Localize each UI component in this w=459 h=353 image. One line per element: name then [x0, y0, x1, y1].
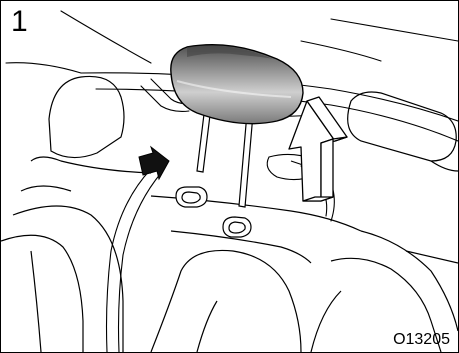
headrest-guide-left	[176, 187, 207, 207]
figure-code: O13205	[393, 332, 450, 348]
headrest	[171, 45, 303, 124]
center-seat-back	[151, 196, 458, 352]
left-seat-back	[1, 76, 151, 352]
headrest-guide-right	[223, 217, 251, 237]
press-release-arrow	[139, 147, 169, 179]
pull-up-arrow	[289, 97, 347, 201]
step-number: 1	[11, 7, 28, 37]
